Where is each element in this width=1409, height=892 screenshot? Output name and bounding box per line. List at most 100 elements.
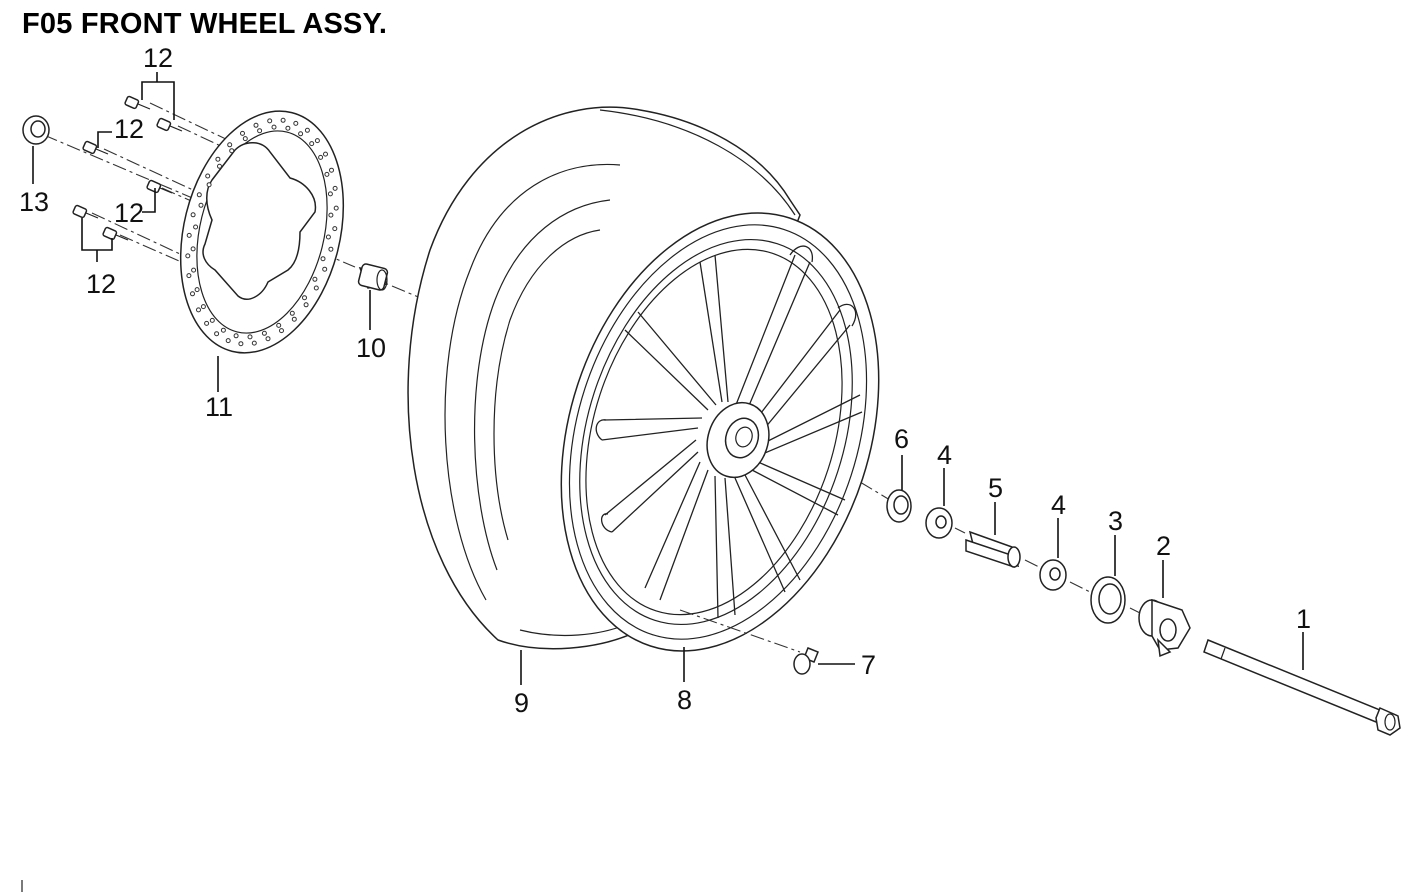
disc-hole — [190, 291, 195, 297]
disc-hole — [332, 185, 338, 191]
disc-hole — [251, 340, 257, 346]
callout-7: 7 — [861, 650, 876, 680]
disc-hole — [215, 156, 221, 162]
disc-hole — [303, 302, 309, 308]
disc-bolts — [72, 95, 183, 241]
disc-hole — [247, 334, 253, 340]
disc-hole — [229, 148, 235, 154]
callout-6: 6 — [894, 424, 909, 454]
disc-hole — [257, 128, 263, 134]
disc-hole — [185, 253, 191, 259]
disc-hole — [227, 142, 233, 148]
disc-holes — [185, 117, 339, 347]
callout-10: 10 — [356, 333, 386, 363]
disc-hole — [328, 212, 334, 218]
disc-hole — [225, 338, 231, 344]
disc-hole — [313, 285, 319, 291]
disc-hole — [261, 330, 267, 336]
disc-hole — [186, 232, 192, 238]
disc-hole — [280, 117, 286, 123]
page-title: F05 FRONT WHEEL ASSY. — [22, 8, 388, 40]
disc-hole — [312, 276, 318, 282]
disc-hole — [309, 141, 315, 147]
disc-hole — [279, 328, 284, 334]
disc-hole — [191, 267, 197, 273]
disc-hole — [271, 124, 277, 130]
disc-hole — [233, 333, 239, 339]
disc-hole — [265, 336, 271, 342]
disc-hole — [190, 246, 196, 252]
disc-hole — [238, 341, 244, 347]
leader-lines — [32, 72, 1304, 685]
disc-hole — [333, 205, 339, 211]
disc-hole — [186, 273, 192, 279]
disc-hole — [206, 182, 212, 188]
bolt — [124, 95, 151, 110]
disc-hole — [291, 316, 297, 322]
disc-hole — [304, 127, 310, 133]
bolt — [72, 204, 99, 219]
callout-12-top: 12 — [143, 43, 173, 73]
disc-hole — [302, 295, 307, 301]
disc-hole — [198, 202, 204, 208]
disc-hole — [267, 118, 273, 124]
disc-hole — [329, 167, 334, 173]
dust-seal — [886, 489, 912, 523]
callout-12-third: 12 — [114, 198, 144, 228]
bearing-right — [1039, 559, 1067, 591]
disc-hole — [209, 317, 215, 323]
bolt — [82, 140, 109, 155]
disc-carrier — [202, 142, 317, 300]
spacer-collar — [965, 530, 1021, 569]
disc-hole — [325, 234, 331, 240]
callout-13: 13 — [19, 187, 49, 217]
disc-hole — [293, 120, 299, 126]
axle-bolt — [1203, 639, 1401, 736]
speedometer-gear — [1138, 598, 1191, 658]
disc-hole — [289, 310, 295, 316]
disc-hole — [214, 331, 220, 337]
callout-1: 1 — [1296, 604, 1311, 634]
bolt — [156, 117, 183, 132]
disc-hole — [320, 256, 326, 262]
bearing-left — [925, 507, 953, 539]
disc-hole — [318, 154, 324, 160]
callout-12-second: 12 — [114, 114, 144, 144]
disc-hole — [276, 322, 282, 328]
callout-11: 11 — [205, 392, 233, 422]
disc-hole — [327, 191, 333, 197]
disc-hole — [242, 136, 248, 142]
callout-4-right: 4 — [1051, 490, 1066, 520]
disc-hole — [324, 171, 330, 177]
callout-labels: 12 12 12 12 13 11 10 9 8 7 6 4 5 4 3 2 1 — [19, 43, 1311, 718]
nut — [22, 115, 50, 145]
disc-hole — [194, 287, 200, 293]
callout-5: 5 — [988, 473, 1003, 503]
bolt — [102, 226, 129, 241]
callout-12-bottom: 12 — [86, 269, 116, 299]
disc-hole — [332, 226, 338, 232]
bolt — [146, 179, 173, 194]
brake-disc — [179, 110, 345, 354]
callout-8: 8 — [677, 685, 692, 715]
oil-seal — [1090, 576, 1126, 624]
disc-hole — [220, 327, 226, 333]
disc-hole — [190, 212, 196, 218]
disc-hole — [205, 173, 211, 179]
disc-hole — [217, 163, 222, 169]
callout-9: 9 — [514, 688, 529, 718]
rim — [560, 212, 880, 652]
disc-hole — [328, 246, 334, 252]
collar-left — [357, 263, 389, 291]
disc-hole — [285, 125, 291, 131]
disc-hole — [196, 307, 201, 313]
disc-hole — [204, 320, 210, 326]
air-valve — [679, 609, 819, 675]
disc-hole — [322, 266, 328, 272]
rim-spokes — [595, 245, 863, 619]
disc-hole — [196, 192, 202, 198]
callout-3: 3 — [1108, 506, 1123, 536]
disc-hole — [298, 131, 304, 137]
disc-hole — [200, 304, 206, 310]
callout-4-left: 4 — [937, 440, 952, 470]
